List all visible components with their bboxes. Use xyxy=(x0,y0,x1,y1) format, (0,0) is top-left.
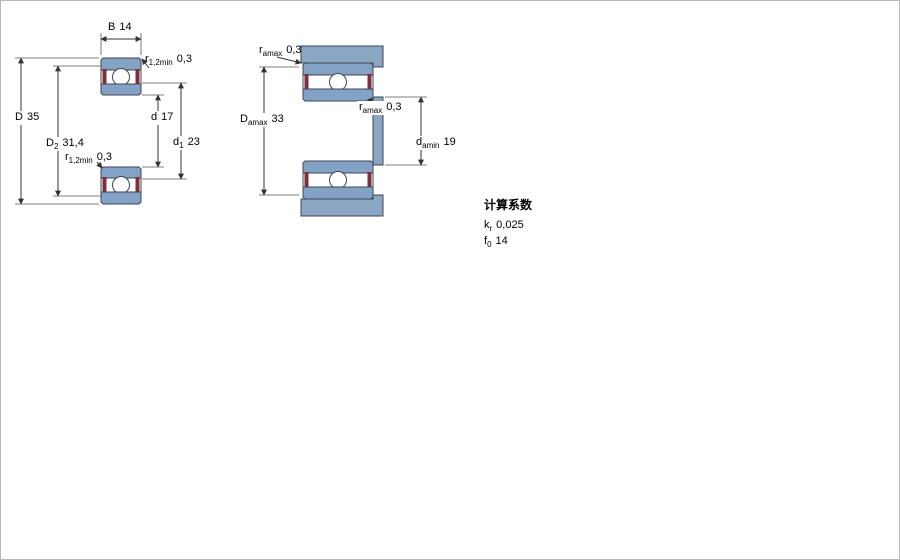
right-figure-abutment-drawing xyxy=(259,45,427,217)
inner-ring-top xyxy=(100,83,142,96)
seal-right-bottom xyxy=(135,177,140,193)
seal-left-top-right xyxy=(304,74,309,90)
seal-left-bottom xyxy=(102,177,107,193)
outer-ring-bottom-right xyxy=(302,186,374,200)
leader-ra-top xyxy=(276,56,302,65)
seal-right-top-right xyxy=(367,74,372,90)
seal-left-top xyxy=(102,69,107,85)
outer-ring-bottom xyxy=(100,191,142,205)
left-figure-bearing-cross-section xyxy=(15,33,187,205)
leader-r-bottom xyxy=(96,161,103,169)
seal-left-bottom-right xyxy=(304,172,309,188)
shaft-shoulder xyxy=(372,96,384,166)
ext-line-D2 xyxy=(53,65,101,197)
ext-line-D xyxy=(15,57,99,205)
leader-r-top xyxy=(141,58,150,69)
calculation-heading: 计算系数 xyxy=(484,198,533,212)
seal-right-top xyxy=(135,69,140,85)
seal-right-bottom-right xyxy=(367,172,372,188)
